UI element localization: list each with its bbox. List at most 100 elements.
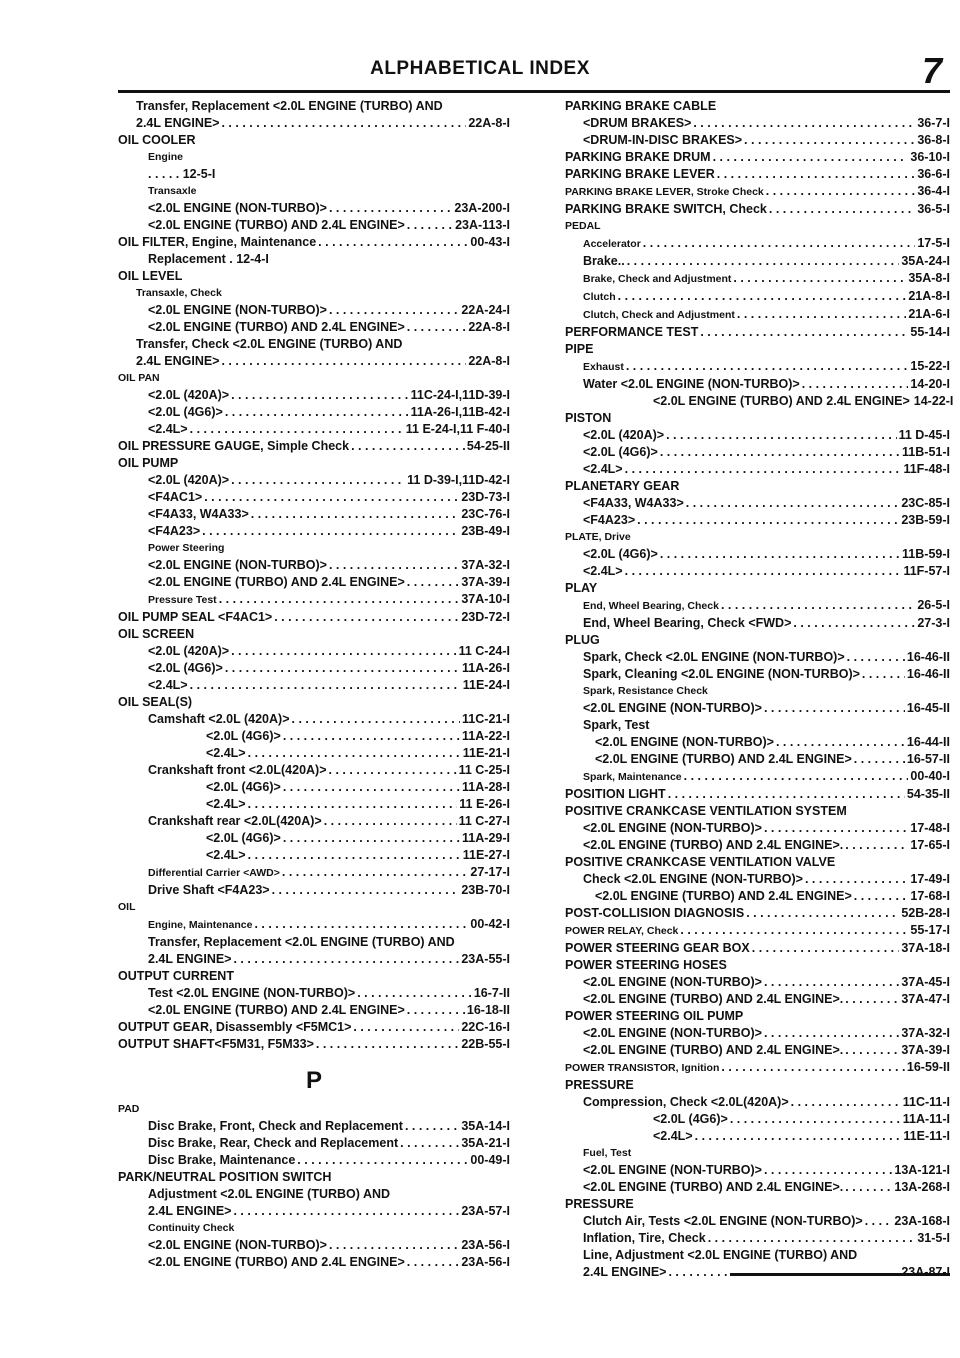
entry-text: <F4A23> [148,524,201,538]
dot-leader [618,288,907,305]
index-entry: Crankshaft front <2.0L(420A)>11 C-25-I [118,762,510,779]
dot-leader [854,751,905,768]
entry-page-ref: 00-43-I [470,235,510,249]
entry-text: Compression, Check <2.0L(420A)> [583,1095,789,1109]
entry-text: Drive Shaft <F4A23> [148,883,270,897]
dot-leader [845,1042,899,1059]
index-heading: POSITIVE CRANKCASE VENTILATION VALVE [565,855,836,869]
dot-leader [845,1179,892,1196]
entry-text: <2.0L (4G6)> [148,661,223,675]
dot-leader [248,745,461,762]
entry-page-ref: 36-7-I [917,116,950,130]
entry-page-ref: 22A-8-I [468,354,510,368]
entry-page-ref: 23A-168-I [894,1214,950,1228]
dot-leader [225,660,460,677]
index-entry: <2.0L ENGINE (NON-TURBO)>16-44-II [565,734,950,751]
entry-page-ref: 31-5-I [917,1231,950,1245]
dot-leader [643,235,916,252]
index-entry: <2.0L (4G6)>11A-28-I [118,779,510,796]
dot-leader [845,837,908,854]
index-entry: <2.0L ENGINE (NON-TURBO)>13A-121-I [565,1162,950,1179]
index-heading: PEDAL [565,220,601,232]
entry-page-ref: 00-49-I [470,1153,510,1167]
index-entry: <2.0L (4G6)>11A-22-I [118,728,510,745]
entry-text: 2.4L ENGINE> [136,354,220,368]
index-entry: Compression, Check <2.0L(420A)>11C-11-I [565,1094,950,1111]
index-heading: PRESSURE [565,1197,634,1211]
index-entry: 2.4L ENGINE>23A-57-I [118,1203,510,1220]
entry-text: 2.4L ENGINE> [148,1204,232,1218]
index-entry: <DRUM-IN-DISC BRAKES>36-8-I [565,132,950,149]
index-entry: Disc Brake, Rear, Check and Replacement3… [118,1135,510,1152]
index-heading: PISTON [565,411,612,425]
index-entry: Clutch Air, Tests <2.0L ENGINE (NON-TURB… [565,1213,950,1230]
dot-leader [353,1019,459,1036]
index-entry: <2.0L ENGINE (TURBO) AND 2.4L ENGINE>14-… [565,393,953,410]
index-heading: POSITIVE CRANKCASE VENTILATION SYSTEM [565,804,847,818]
index-entry: <2.0L ENGINE (NON-TURBO)>16-45-II [565,700,950,717]
dot-leader [233,1203,459,1220]
dot-leader [351,438,465,455]
dot-leader [329,1237,459,1254]
entry-page-ref: 27-3-I [917,616,950,630]
entry-text: <2.0L (4G6)> [653,1112,728,1126]
index-entry: Check <2.0L ENGINE (NON-TURBO)>17-49-I [565,871,950,888]
entry-page-ref: 15-22-I [910,359,950,373]
entry-page-ref: 37A-10-I [461,592,510,606]
dot-leader [666,427,897,444]
dot-leader [686,495,900,512]
index-entry: <2.0L ENGINE (TURBO) AND 2.4L ENGINE>.37… [565,991,950,1008]
dot-leader [626,358,909,375]
index-column-left: Transfer, Replacement <2.0L ENGINE (TURB… [118,98,510,1271]
entry-page-ref: 00-40-I [910,769,950,783]
entry-text: End, Wheel Bearing, Check [583,600,719,612]
index-entry: POWER TRANSISTOR, Ignition16-59-II [565,1059,950,1077]
entry-text: <2.0L ENGINE (TURBO) AND 2.4L ENGINE> [653,394,910,408]
entry-page-ref: 11A-26-I,11B-42-I [410,405,510,419]
index-entry: <2.0L ENGINE (TURBO) AND 2.4L ENGINE>16-… [565,751,950,768]
dot-leader [776,734,905,751]
entry-text: <2.0L ENGINE (NON-TURBO)> [583,975,762,989]
dot-leader [219,591,460,608]
entry-page-ref: 11F-48-I [903,462,950,476]
dot-leader [805,871,908,888]
entry-text: Clutch [583,291,616,303]
index-entry: Spark, Maintenance00-40-I [565,768,950,786]
entry-page-ref: 11 E-24-I,11 F-40-I [405,422,510,436]
entry-text: <2.0L (420A)> [148,473,230,487]
entry-text: <2.4L> [206,848,246,862]
entry-page-ref: 11 E-26-I [459,797,510,811]
index-entry: <2.4L>11F-57-I [565,563,950,580]
dot-leader [746,905,899,922]
entry-page-ref: 11A-28-I [462,780,510,794]
index-heading: . . . . . 12-5-I [148,167,216,181]
index-entry: <2.0L (4G6)>11B-59-I [565,546,950,563]
entry-page-ref: 11 C-25-I [458,763,510,777]
index-entry: <F4A33, W4A33>23C-76-I [118,506,510,523]
header-rule [118,90,950,93]
entry-page-ref: 22B-55-I [461,1037,510,1051]
dot-leader [272,882,460,899]
entry-page-ref: 23A-55-I [461,952,510,966]
entry-text: <2.0L ENGINE (NON-TURBO)> [583,701,762,715]
entry-text: 2.4L ENGINE> [136,116,220,130]
dot-leader [854,888,909,905]
entry-page-ref: 23A-56-I [461,1255,510,1269]
index-heading: PIPE [565,342,594,356]
index-heading: OIL LEVEL [118,269,183,283]
index-entry: <2.0L ENGINE (TURBO) AND 2.4L ENGINE>16-… [118,1002,510,1019]
entry-page-ref: 23D-73-I [461,490,510,504]
entry-text: Crankshaft rear <2.0L(420A)> [148,814,322,828]
entry-text: Spark, Check <2.0L ENGINE (NON-TURBO)> [583,650,845,664]
dot-leader [283,830,460,847]
dot-leader [292,711,461,728]
index-heading: Transaxle [148,185,197,197]
dot-leader [764,820,908,837]
entry-text: Disc Brake, Rear, Check and Replacement [148,1136,399,1150]
entry-page-ref: 13A-268-I [894,1180,950,1194]
index-heading: OUTPUT CURRENT [118,969,234,983]
dot-leader [766,183,916,200]
dot-leader [680,922,908,939]
dot-leader [202,523,459,540]
index-entry: <2.0L ENGINE (NON-TURBO)>37A-32-I [565,1025,950,1042]
